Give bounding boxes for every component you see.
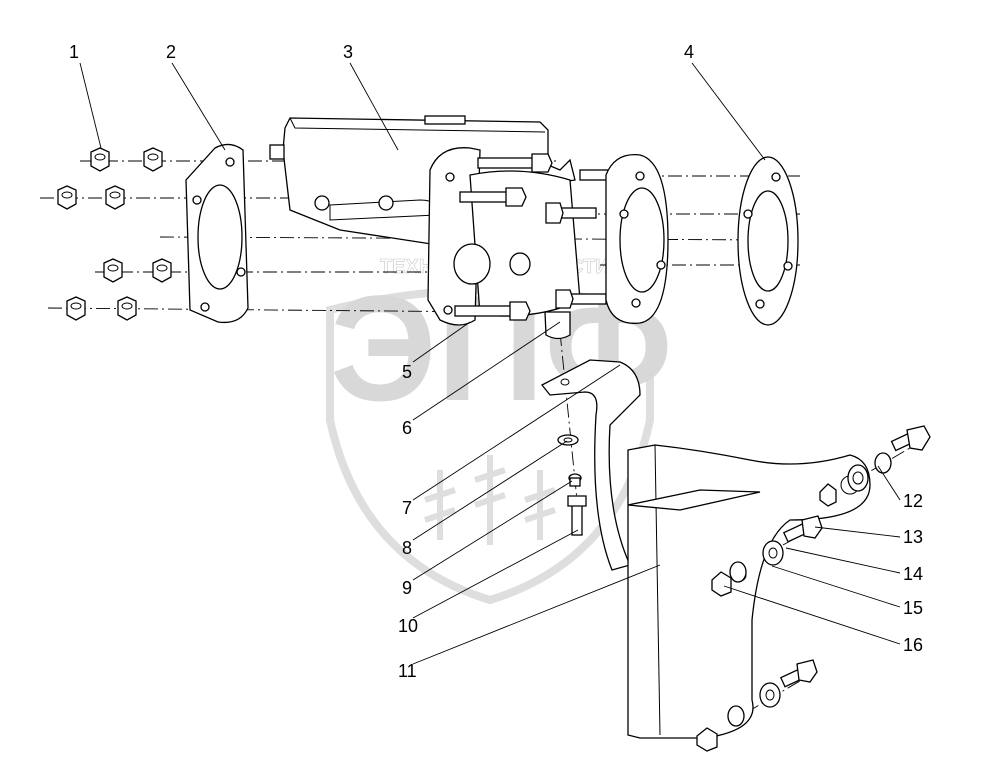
right-fasteners (696, 425, 931, 752)
vertical-fasteners (557, 434, 587, 536)
callout-16: 16 (903, 635, 923, 655)
callout-5: 5 (402, 362, 412, 382)
callout-6: 6 (402, 418, 412, 438)
gasket-left (185, 143, 249, 324)
callout-15: 15 (903, 598, 923, 618)
callout-10: 10 (398, 616, 418, 636)
callout-8: 8 (402, 538, 412, 558)
callout-1: 1 (69, 42, 79, 62)
callout-7: 7 (402, 498, 412, 518)
callout-9: 9 (402, 578, 412, 598)
leader-lines (79, 62, 901, 665)
housing-body (269, 115, 576, 246)
callout-12: 12 (903, 491, 923, 511)
outlet-flange (605, 154, 669, 324)
callout-3: 3 (343, 42, 353, 62)
callout-2: 2 (166, 42, 176, 62)
housing-bolts (454, 153, 611, 321)
wheat-emblem (424, 455, 556, 545)
callout-11: 11 (398, 661, 417, 681)
bolt (477, 153, 553, 173)
callout-14: 14 (903, 564, 923, 584)
gasket-right (737, 156, 799, 326)
bolt-bottom (696, 659, 818, 752)
callout-13: 13 (903, 527, 923, 547)
callout-4: 4 (684, 42, 694, 62)
bolt (545, 202, 597, 224)
bolt-13 (711, 515, 823, 597)
callout-labels: 1 2 3 4 5 6 7 8 9 10 11 12 13 14 15 16 (69, 42, 923, 681)
bolt (459, 187, 527, 207)
bolt (454, 301, 531, 321)
nuts-left (57, 147, 172, 321)
